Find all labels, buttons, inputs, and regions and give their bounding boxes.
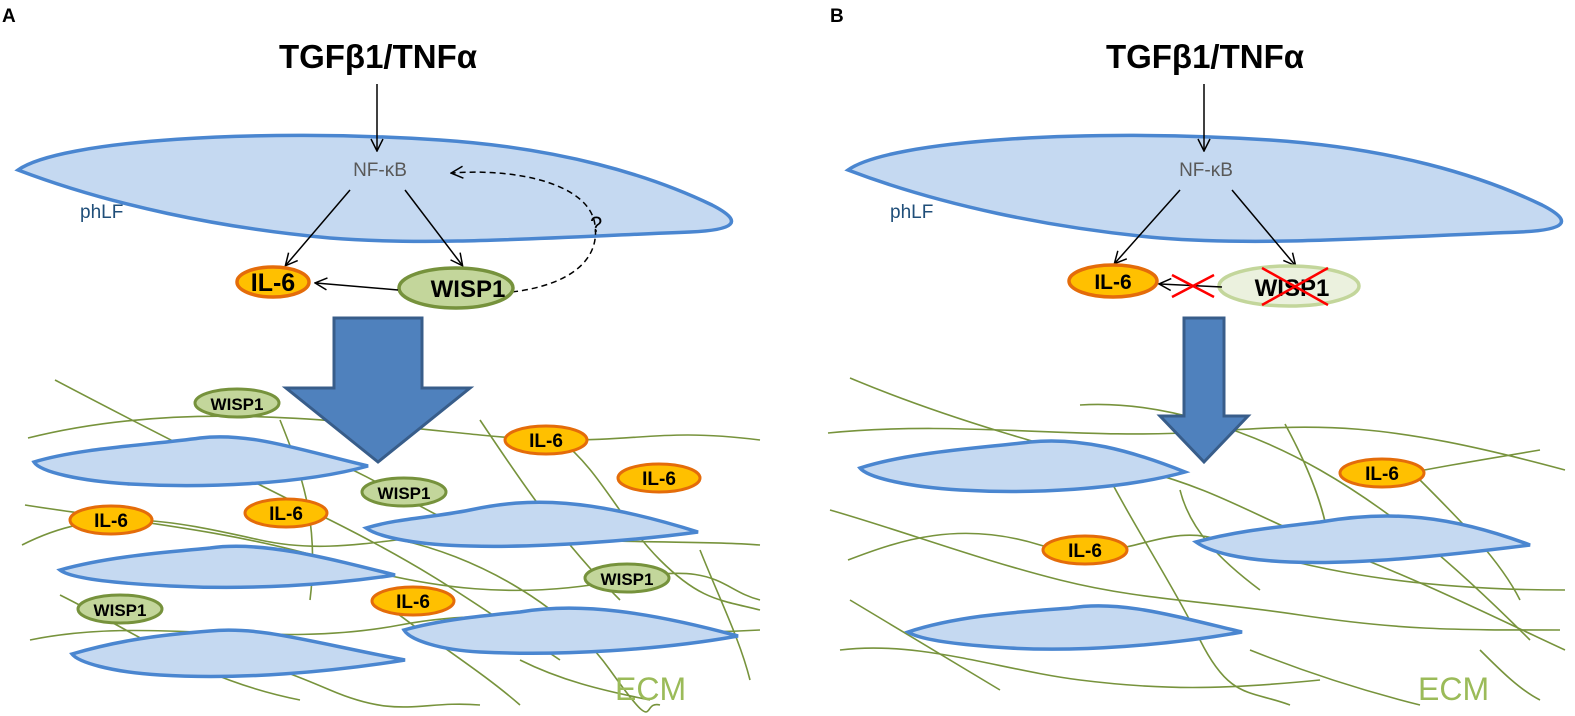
il6-small-label: IL-6 xyxy=(1365,464,1399,485)
wisp1-to-il6-arrow-a xyxy=(316,283,399,291)
wisp1-cross-icon xyxy=(1261,266,1329,307)
blocked-arrow-cross-icon xyxy=(1171,273,1215,299)
il6-molecule: IL-6 xyxy=(503,424,589,456)
question-mark-a: ? xyxy=(590,212,602,237)
panel-b-letter: B xyxy=(830,6,844,27)
il6-bubble-a xyxy=(235,265,311,299)
il6-small-label: IL-6 xyxy=(1068,541,1102,562)
wisp1-bubble-a xyxy=(397,266,515,310)
nfkb-to-il6-arrow-b xyxy=(1115,189,1181,263)
phlf-cell-b xyxy=(844,133,1564,244)
il6-bubble-b xyxy=(1067,263,1159,299)
wisp1-small-label: WISP1 xyxy=(94,601,147,620)
nfkb-to-wisp1-arrow-a xyxy=(404,189,462,265)
wisp1-molecule: WISP1 xyxy=(193,387,281,419)
il6-small-label: IL-6 xyxy=(94,511,128,532)
nfkb-to-il6-arrow-a xyxy=(286,189,351,265)
il6-molecule: IL-6 xyxy=(370,585,456,617)
wisp1-small-label: WISP1 xyxy=(211,395,264,414)
fibroblasts-b xyxy=(857,439,1531,651)
nfkb-to-wisp1-arrow-b xyxy=(1231,189,1295,265)
fibroblast-cell xyxy=(31,435,369,488)
il6-molecule: IL-6 xyxy=(243,497,329,529)
feedback-dashed-arrow-a xyxy=(452,172,597,293)
fibroblast-cell xyxy=(1191,514,1531,565)
stimulus-label-a: TGFβ1/TNFα xyxy=(279,38,477,75)
wisp1-label-a: WISP1 xyxy=(431,276,506,303)
fibroblasts-a xyxy=(31,435,739,679)
il6-molecule: IL-6 xyxy=(616,462,702,494)
fibroblast-cell xyxy=(69,628,406,679)
fibroblast-cell xyxy=(857,439,1191,494)
il6-molecule: IL-6 xyxy=(1338,457,1426,489)
ecm-label-a: ECM xyxy=(615,671,686,707)
block-arrow-a xyxy=(281,316,475,464)
il6-small-label: IL-6 xyxy=(269,504,303,525)
fibroblast-cell xyxy=(904,604,1243,651)
ecm-label-b: ECM xyxy=(1418,671,1489,707)
wisp1-molecule: WISP1 xyxy=(583,562,671,594)
fibroblast-cell xyxy=(401,606,739,655)
block-arrow-b xyxy=(1156,316,1252,465)
wisp1-small-label: WISP1 xyxy=(601,570,654,589)
wisp1-small-label: WISP1 xyxy=(378,484,431,503)
nfkb-label-b: NF-κB xyxy=(1179,160,1233,181)
il6-molecule: IL-6 xyxy=(1041,534,1129,566)
il6-label-b: IL-6 xyxy=(1094,271,1131,294)
panel-a: A phLF TGFβ1/TNFα NF-κB xyxy=(2,6,761,713)
phlf-label-b: phLF xyxy=(890,202,933,223)
il6-molecule: IL-6 xyxy=(68,504,154,536)
panel-b: B phLF TGFβ1/TNFα NF-κB IL-6 xyxy=(827,6,1566,707)
wisp1-knockdown-bubble-b xyxy=(1217,264,1361,308)
phlf-cell-a xyxy=(14,133,734,244)
fibroblast-cell xyxy=(56,544,396,590)
phlf-label-a: phLF xyxy=(80,202,123,223)
il6-small-label: IL-6 xyxy=(396,592,430,613)
nfkb-label-a: NF-κB xyxy=(353,160,407,181)
il6-small-label: IL-6 xyxy=(529,431,563,452)
fibroblast-cell xyxy=(362,500,699,549)
stimulus-label-b: TGFβ1/TNFα xyxy=(1106,38,1304,75)
il6-label-a: IL-6 xyxy=(251,269,295,297)
panel-a-letter: A xyxy=(2,6,16,27)
wisp1-molecule: WISP1 xyxy=(76,593,164,625)
il6-small-label: IL-6 xyxy=(642,469,676,490)
wisp1-molecule: WISP1 xyxy=(360,476,448,508)
